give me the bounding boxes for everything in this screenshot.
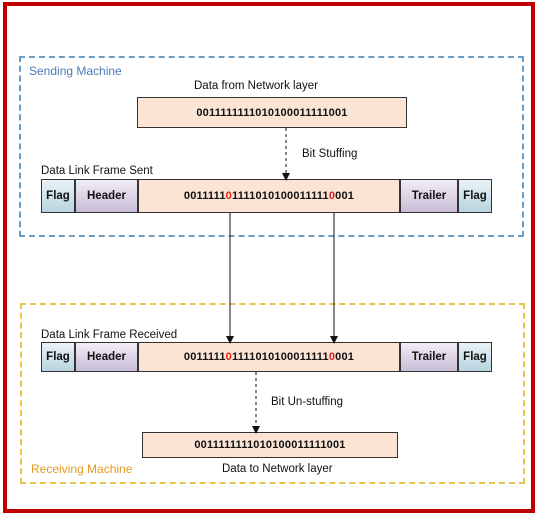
frame-sent-flag-end: Flag — [458, 179, 492, 213]
frame-received-stuffed-bit-2: 0 — [328, 351, 336, 363]
bit-stuffing-label: Bit Stuffing — [302, 148, 358, 160]
network-data-out-bits: 0011111111010100011111001 — [194, 439, 346, 451]
frame-sent-flag-start: Flag — [41, 179, 75, 213]
frame-received-flag-start: Flag — [41, 342, 75, 372]
frame-sent-stuffed-bit-1: 0 — [225, 190, 232, 202]
sending-machine-box — [19, 56, 524, 237]
receiving-machine-label: Receiving Machine — [31, 462, 133, 476]
frame-received-flag-end: Flag — [458, 342, 492, 372]
network-data-out-box: 0011111111010100011111001 — [142, 432, 398, 458]
frame-received-bits-1: 0011111 — [183, 351, 226, 363]
frame-sent-caption: Data Link Frame Sent — [41, 165, 153, 177]
frame-sent-bits-1: 0011111 — [183, 190, 226, 202]
frame-received-header: Header — [75, 342, 138, 372]
frame-received-bits-2: 1111010100011111 — [232, 351, 329, 363]
frame-received-caption: Data Link Frame Received — [41, 329, 178, 341]
outer-frame — [3, 2, 535, 513]
frame-sent-bits-2: 1111010100011111 — [232, 190, 329, 202]
receiving-machine-box — [20, 303, 525, 484]
frame-received-trailer: Trailer — [400, 342, 458, 372]
frame-sent-bits-3: 001 — [335, 190, 355, 202]
frame-sent-trailer: Trailer — [400, 179, 458, 213]
sending-machine-label: Sending Machine — [29, 64, 122, 78]
frame-sent-header: Header — [75, 179, 138, 213]
bit-unstuffing-label: Bit Un-stuffing — [271, 396, 344, 408]
network-data-caption: Data from Network layer — [194, 80, 318, 92]
network-data-bits: 0011111111010100011111001 — [196, 106, 348, 119]
frame-received-bits-3: 001 — [335, 351, 355, 363]
network-data-out-caption: Data to Network layer — [222, 463, 333, 475]
frame-sent-stuffed-bit-2: 0 — [328, 190, 336, 202]
network-data-box: 0011111111010100011111001 — [137, 97, 407, 128]
frame-received-stuffed-bit-1: 0 — [225, 351, 232, 363]
